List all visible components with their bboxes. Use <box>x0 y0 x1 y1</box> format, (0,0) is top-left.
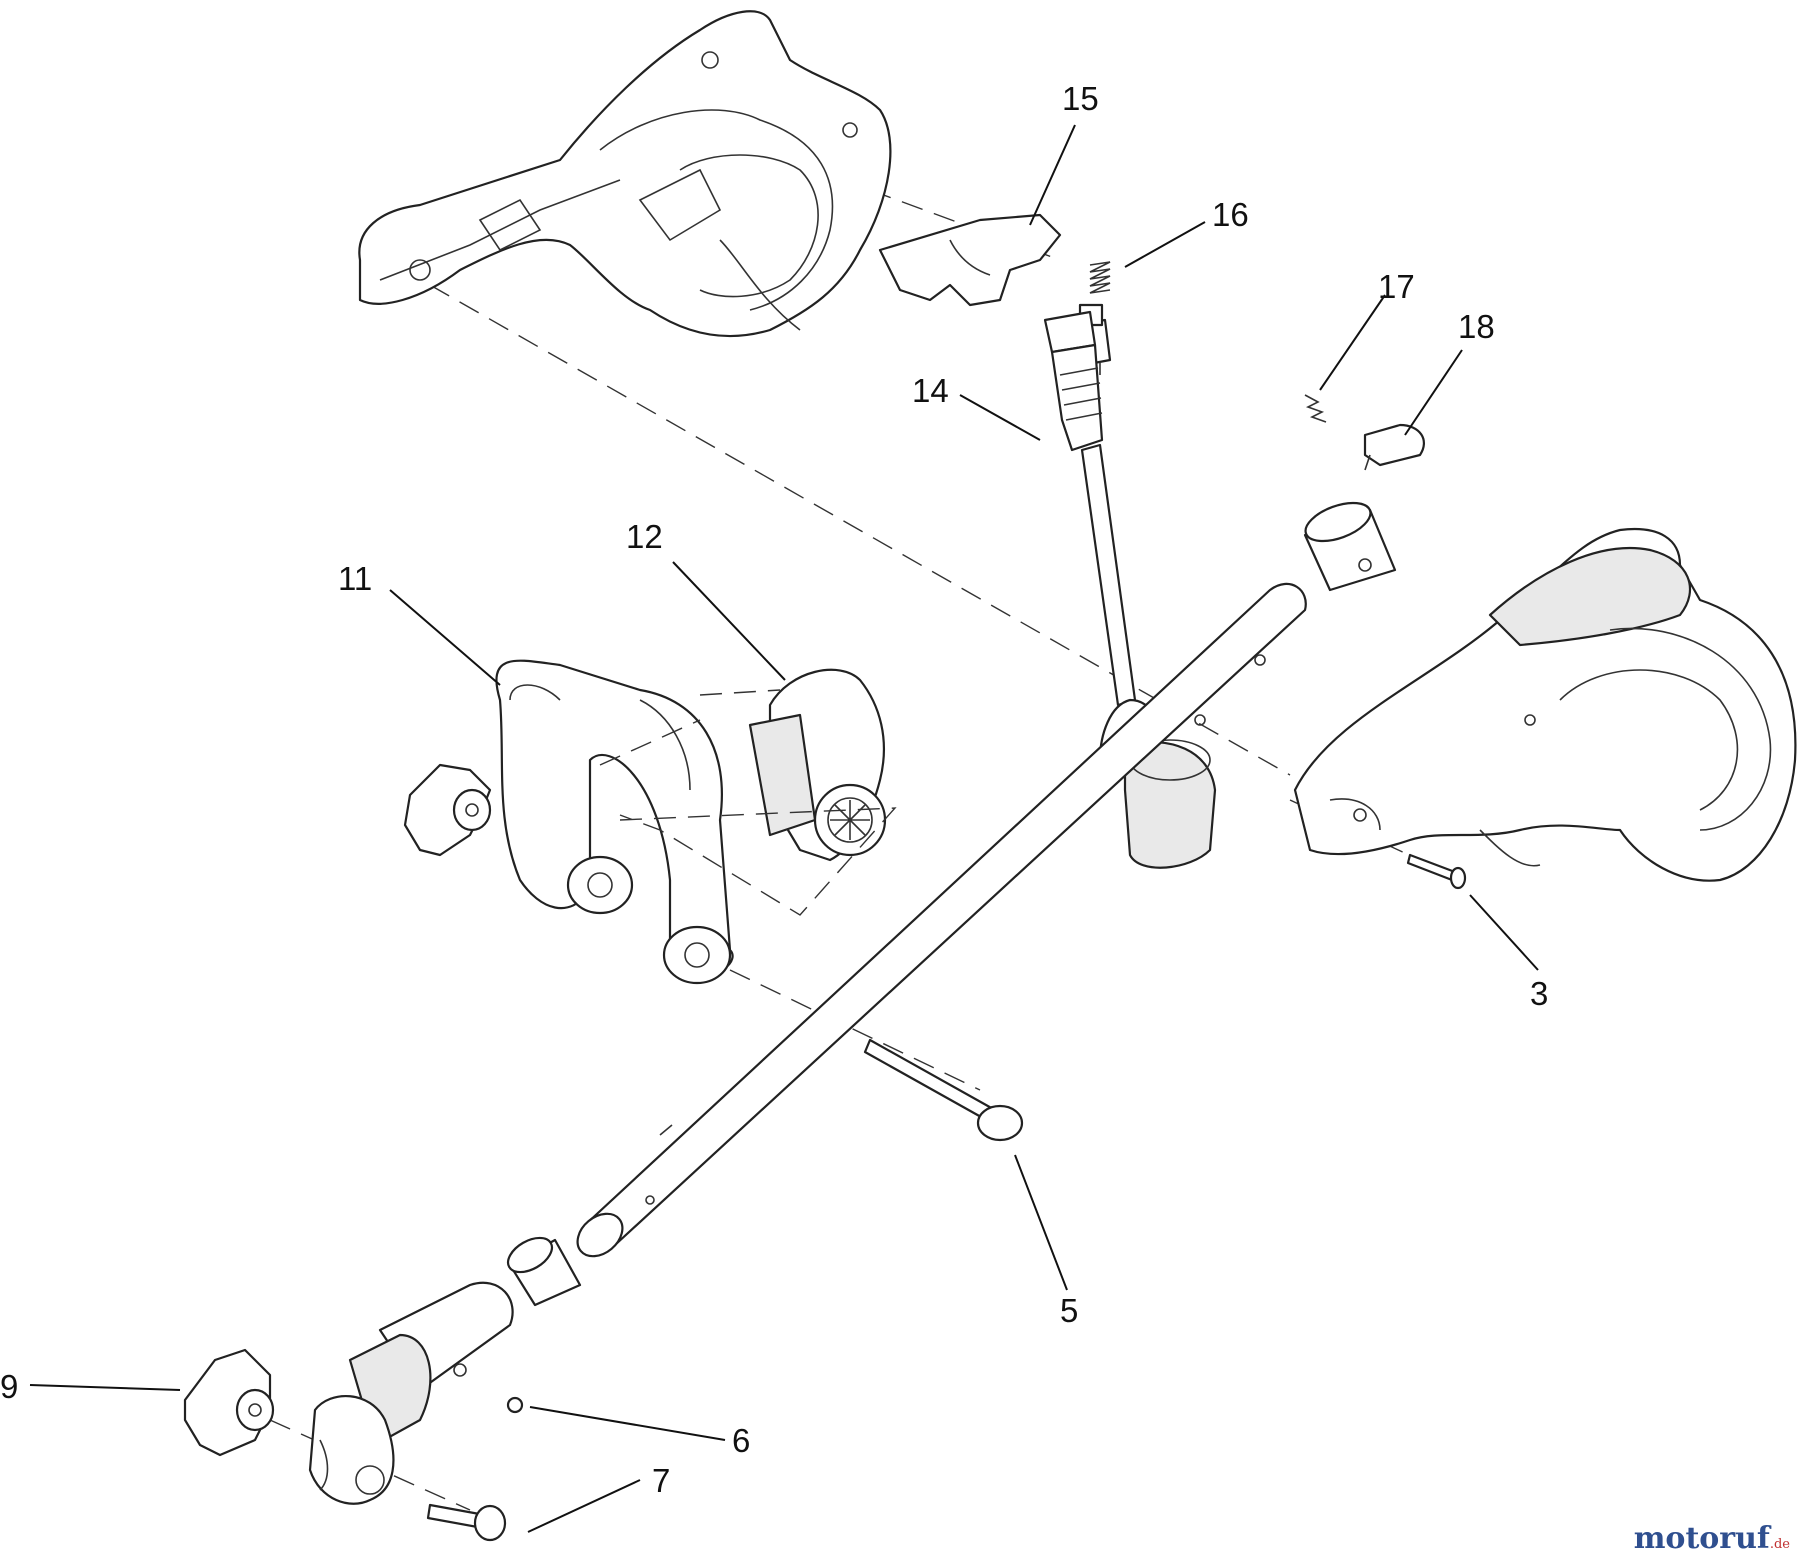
watermark-text: motoruf <box>1633 1521 1770 1556</box>
callout-12: 12 <box>626 518 663 555</box>
callout-16: 16 <box>1212 196 1249 233</box>
lower-bushing <box>506 1236 582 1307</box>
small-spring-part <box>1304 394 1327 423</box>
callout-3: 3 <box>1530 975 1548 1012</box>
main-shaft-tube <box>576 582 1307 1258</box>
callout-17: 17 <box>1378 268 1415 305</box>
watermark-suffix: .de <box>1769 1537 1790 1552</box>
lock-button-part <box>1363 423 1425 471</box>
lower-coupler <box>308 1281 514 1505</box>
handle-knob <box>403 763 492 857</box>
callout-5: 5 <box>1060 1292 1078 1329</box>
auxiliary-handle-loop <box>495 659 734 985</box>
callout-14: 14 <box>912 372 949 409</box>
upper-handle-housing <box>358 10 892 338</box>
callout-9: 9 <box>0 1368 18 1405</box>
handle-clamp <box>748 668 887 862</box>
callout-6: 6 <box>732 1422 750 1459</box>
right-handle-housing <box>1293 527 1797 882</box>
spring-part <box>1089 261 1111 294</box>
handle-alignment-bracket <box>599 689 897 916</box>
callout-18: 18 <box>1458 308 1495 345</box>
knob-part-9 <box>183 1348 275 1457</box>
screw-part-3 <box>1406 853 1467 890</box>
watermark-logo: motoruf.de <box>1634 1521 1790 1556</box>
screw-part-6 <box>506 1396 524 1414</box>
callout-15: 15 <box>1062 80 1099 117</box>
callout-7: 7 <box>652 1462 670 1499</box>
callout-11: 11 <box>338 560 372 597</box>
pin-part-5 <box>863 1038 1024 1142</box>
pin-part-7 <box>426 1503 507 1542</box>
callout-labels: 15 16 17 18 14 12 11 3 5 9 6 7 <box>0 80 1548 1499</box>
callout-leader-lines <box>29 124 1539 1533</box>
trigger-part <box>878 213 1062 307</box>
top-bushing <box>1303 501 1397 592</box>
